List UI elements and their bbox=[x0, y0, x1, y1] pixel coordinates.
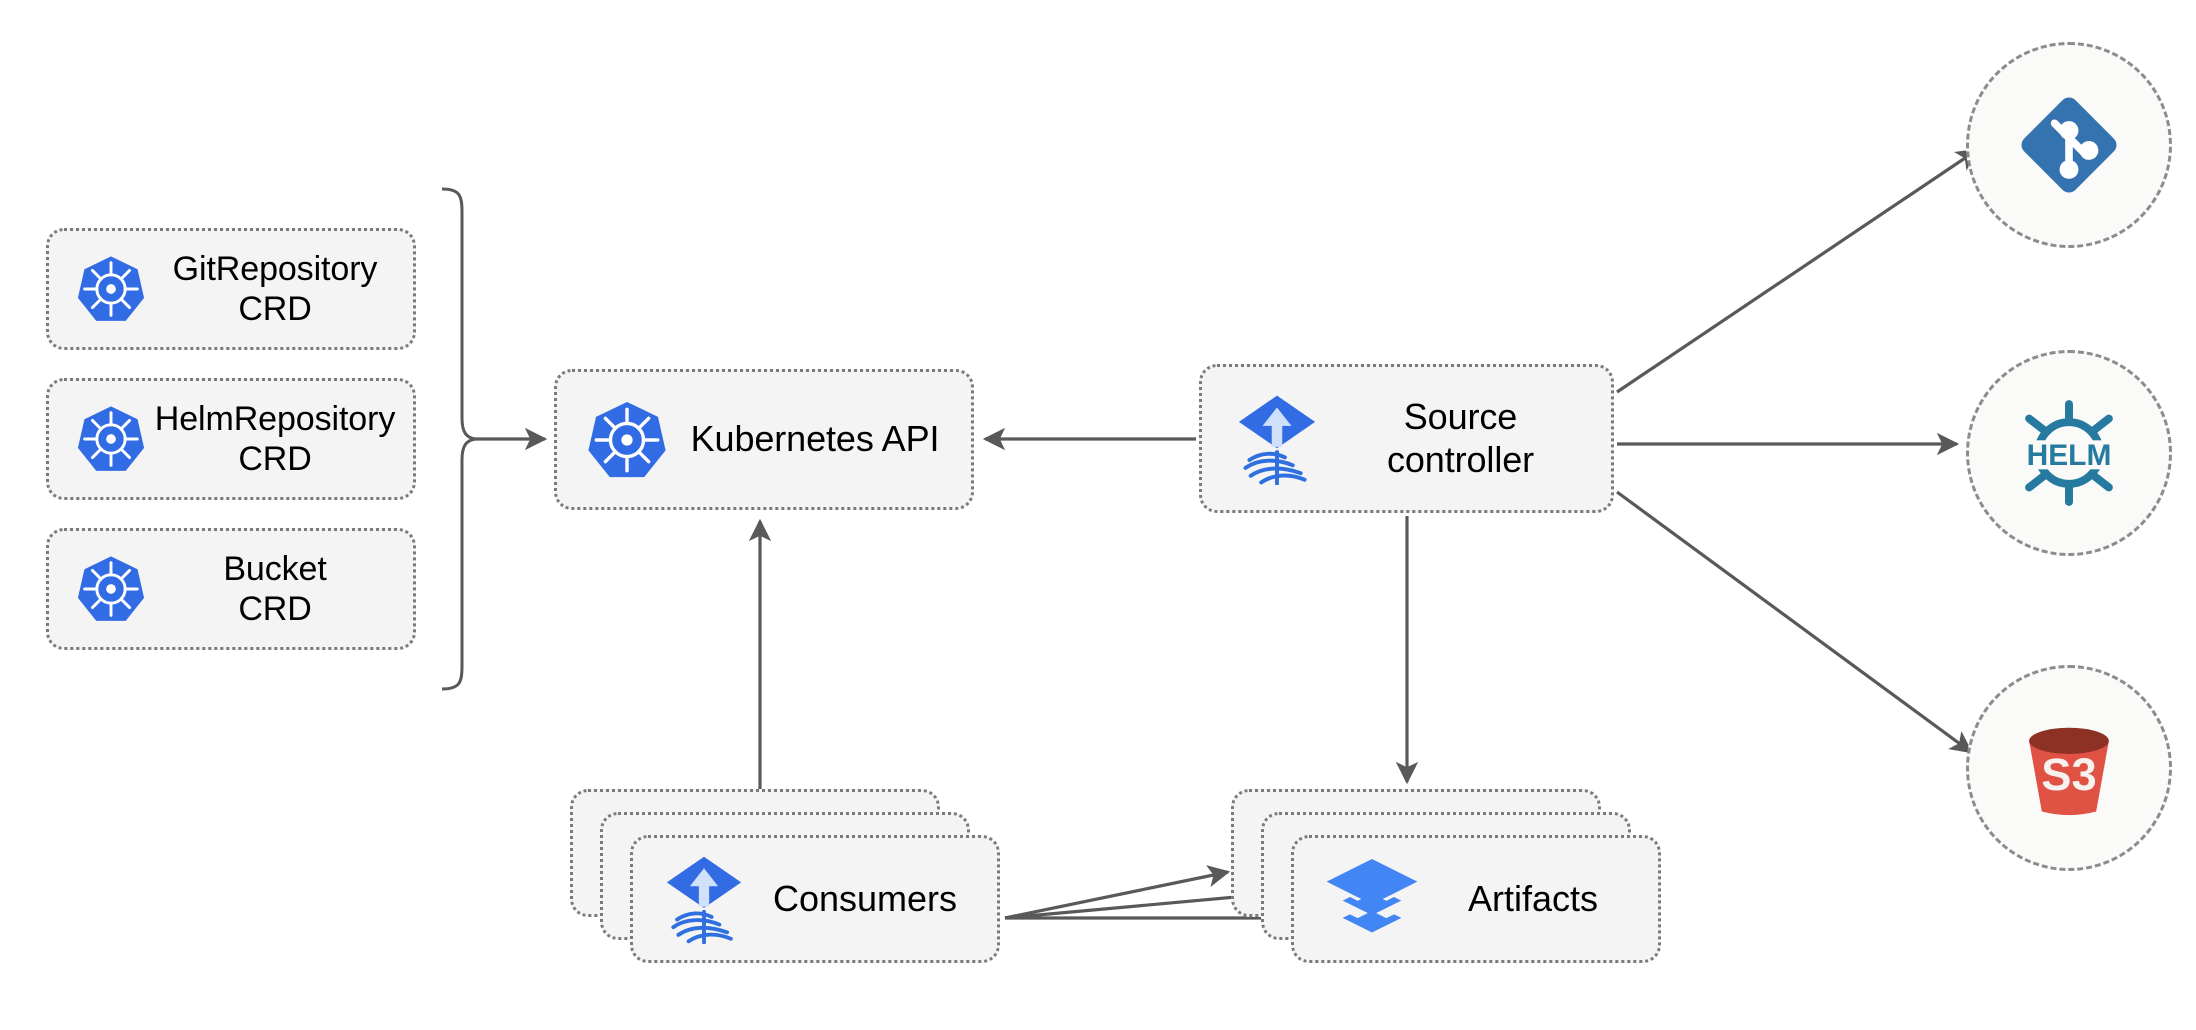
edge-source-controller-to-git bbox=[1616, 148, 1979, 394]
edge-consumers-to-artifacts-2 bbox=[1004, 885, 1261, 920]
node-label: GitRepository CRD bbox=[172, 249, 378, 328]
kubernetes-icon bbox=[75, 553, 147, 625]
s3-icon: S3 bbox=[2011, 710, 2127, 826]
edge-consumers-to-artifacts-1 bbox=[1004, 865, 1231, 920]
helm-icon: HELM bbox=[2011, 395, 2127, 511]
node-label: Artifacts bbox=[1467, 878, 1599, 919]
node-consumers[interactable]: Consumers bbox=[570, 789, 1010, 969]
helm-wordmark: HELM bbox=[2027, 439, 2112, 472]
node-bucket-crd[interactable]: Bucket CRD bbox=[46, 528, 416, 650]
node-gitrepository-crd[interactable]: GitRepository CRD bbox=[46, 228, 416, 350]
node-label: HelmRepository CRD bbox=[154, 399, 396, 478]
node-label: Consumers bbox=[772, 878, 958, 919]
s3-wordmark: S3 bbox=[2041, 749, 2096, 800]
node-label: Kubernetes API bbox=[690, 418, 940, 460]
node-label: Bucket CRD bbox=[223, 549, 327, 628]
node-helmrepository-crd[interactable]: HelmRepository CRD bbox=[46, 378, 416, 500]
external-source-git[interactable] bbox=[1966, 42, 2172, 248]
git-icon bbox=[2011, 87, 2127, 203]
kubernetes-icon bbox=[75, 403, 147, 475]
stack-sheet-front[interactable]: Artifacts bbox=[1291, 835, 1661, 963]
kubernetes-icon bbox=[585, 398, 669, 482]
crd-group-brace bbox=[441, 187, 477, 691]
kubernetes-icon bbox=[75, 253, 147, 325]
edge-source-controller-to-s3 bbox=[1616, 490, 1973, 754]
node-label: Source controller bbox=[1386, 396, 1535, 480]
external-source-helm[interactable]: HELM bbox=[1966, 350, 2172, 556]
external-source-s3[interactable]: S3 bbox=[1966, 665, 2172, 871]
node-source-controller[interactable]: Source controller bbox=[1199, 364, 1614, 513]
flux-icon bbox=[663, 854, 745, 944]
node-artifacts[interactable]: Artifacts bbox=[1231, 789, 1671, 969]
flux-icon bbox=[1234, 393, 1320, 485]
stack-sheet-front[interactable]: Consumers bbox=[630, 835, 1000, 963]
node-kubernetes-api[interactable]: Kubernetes API bbox=[554, 369, 974, 510]
layers-icon bbox=[1324, 856, 1420, 942]
